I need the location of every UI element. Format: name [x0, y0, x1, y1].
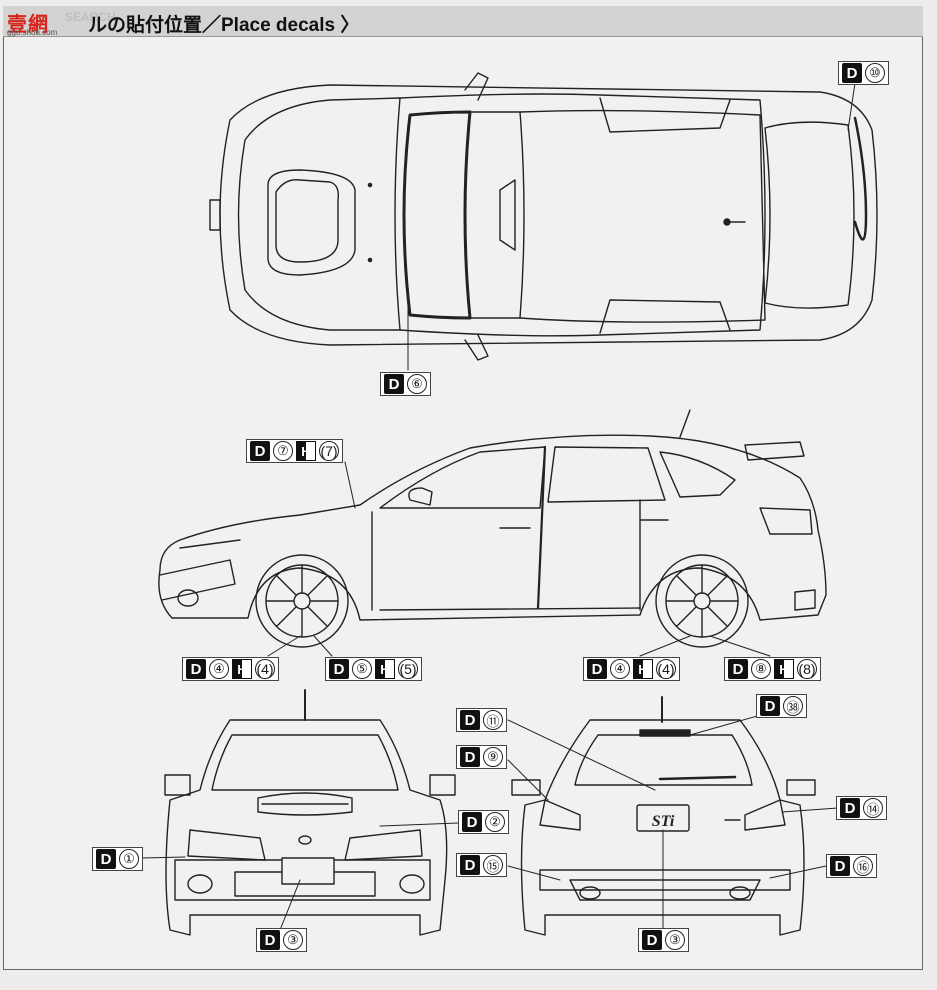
decal-label-d7: D ⑦ H (7) — [246, 439, 343, 463]
decal-number: ⑥ — [407, 374, 427, 394]
decal-sheet-d: D — [642, 930, 662, 950]
decal-label-d4-rear: D ④ H (4) — [583, 657, 680, 681]
decal-sheet-d: D — [760, 696, 780, 716]
decal-sheet-d: D — [384, 374, 404, 394]
decal-sheet-d: D — [250, 441, 270, 461]
decal-alt-number: (7) — [319, 441, 339, 461]
page-title: ルの貼付位置／Place decals 〉 — [88, 15, 360, 36]
decal-label-d10: D ⑩ — [838, 61, 889, 85]
decal-alt-number: (8) — [797, 659, 817, 679]
decal-sheet-h: H — [296, 441, 316, 461]
decal-sheet-h: H — [375, 659, 395, 679]
decal-label-d3-rear: D ③ — [638, 928, 689, 952]
decal-number: ⑭ — [863, 798, 883, 818]
decal-sheet-d: D — [329, 659, 349, 679]
decal-alt-number: (5) — [398, 659, 418, 679]
decal-sheet-d: D — [462, 812, 482, 832]
decal-sheet-d: D — [260, 930, 280, 950]
decal-number: ⑦ — [273, 441, 293, 461]
logo-search: SEARCH — [65, 10, 116, 24]
decal-label-d15: D ⑮ — [456, 853, 507, 877]
decal-number: ③ — [283, 930, 303, 950]
decal-number: ⑮ — [483, 855, 503, 875]
side-view-car — [158, 409, 827, 648]
decal-label-d9: D ⑨ — [456, 745, 507, 769]
decal-number: ⑨ — [483, 747, 503, 767]
decal-label-d38: D ㊳ — [756, 694, 807, 718]
decal-label-d1: D ① — [92, 847, 143, 871]
watermark-logo: 壹網 ggo.shou.com SEARCH — [5, 8, 116, 37]
decal-number: ③ — [665, 930, 685, 950]
page-frame — [3, 6, 923, 970]
decal-label-d6: D ⑥ — [380, 372, 431, 396]
decal-sheet-d: D — [460, 710, 480, 730]
logo-text: 壹網 — [7, 12, 49, 36]
decal-number: ① — [119, 849, 139, 869]
decal-label-d3-front: D ③ — [256, 928, 307, 952]
decal-number: ⑩ — [865, 63, 885, 83]
decal-number: ⑧ — [751, 659, 771, 679]
decal-label-d4-front: D ④ H (4) — [182, 657, 279, 681]
decal-label-d14: D ⑭ — [836, 796, 887, 820]
decal-label-d11: D ⑪ — [456, 708, 507, 732]
decal-number: ⑪ — [483, 710, 503, 730]
sti-badge: STi — [652, 813, 675, 830]
decal-sheet-d: D — [728, 659, 748, 679]
decal-number: ⑤ — [352, 659, 372, 679]
decal-sheet-d: D — [460, 747, 480, 767]
decal-sheet-d: D — [842, 63, 862, 83]
decal-number: ㊳ — [783, 696, 803, 716]
decal-sheet-d: D — [96, 849, 116, 869]
section-header: 壹網 ggo.shou.com SEARCH ルの貼付位置／Place deca… — [3, 6, 923, 37]
decal-sheet-d: D — [830, 856, 850, 876]
decal-sheet-d: D — [587, 659, 607, 679]
decal-sheet-d: D — [840, 798, 860, 818]
decal-sheet-h: H — [633, 659, 653, 679]
decal-sheet-h: H — [232, 659, 252, 679]
logo-url: ggo.shou.com — [7, 28, 58, 37]
decal-sheet-d: D — [460, 855, 480, 875]
decal-alt-number: (4) — [255, 659, 275, 679]
decal-number: ④ — [209, 659, 229, 679]
decal-label-d5: D ⑤ H (5) — [325, 657, 422, 681]
decal-sheet-h: H — [774, 659, 794, 679]
decal-label-d2: D ② — [458, 810, 509, 834]
decal-label-d16: D ⑯ — [826, 854, 877, 878]
decal-number: ② — [485, 812, 505, 832]
decal-number: ④ — [610, 659, 630, 679]
front-view-car — [164, 689, 456, 936]
top-view-car — [209, 72, 878, 361]
decal-label-d8: D ⑧ H (8) — [724, 657, 821, 681]
decal-alt-number: (4) — [656, 659, 676, 679]
decal-sheet-d: D — [186, 659, 206, 679]
rear-view-car — [511, 696, 816, 936]
decal-number: ⑯ — [853, 856, 873, 876]
leader-lines — [141, 82, 856, 931]
